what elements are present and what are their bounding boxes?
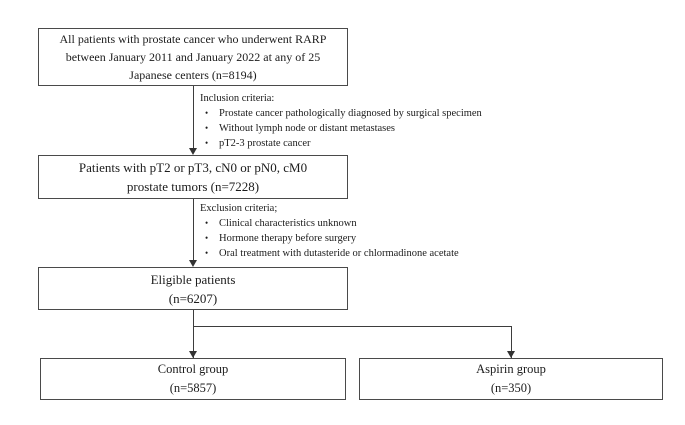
connector-pt2-to-eligible	[193, 199, 194, 261]
bullet-icon: •	[205, 138, 209, 148]
exclusion-item-text: Oral treatment with dutasteride or chlor…	[219, 248, 459, 259]
inclusion-criteria-note: Inclusion criteria: • Prostate cancer pa…	[200, 92, 560, 151]
node-pt2-pt3-patients: Patients with pT2 or pT3, cN0 or pN0, cM…	[38, 155, 348, 199]
arrowhead-down-icon	[189, 148, 197, 155]
connector-all-to-pt2	[193, 86, 194, 149]
node-text-line: (n=6207)	[168, 290, 218, 306]
bullet-icon: •	[205, 218, 209, 228]
node-eligible-patients: Eligible patients (n=6207)	[38, 267, 348, 310]
inclusion-item-text: pT2-3 prostate cancer	[219, 138, 311, 149]
connector-eligible-to-control	[193, 310, 194, 358]
inclusion-item-text: Prostate cancer pathologically diagnosed…	[219, 108, 482, 119]
node-text-line: Japanese centers (n=8194)	[129, 68, 257, 82]
arrowhead-down-icon	[507, 351, 515, 358]
bullet-icon: •	[205, 248, 209, 258]
node-aspirin-group: Aspirin group (n=350)	[359, 358, 663, 400]
node-control-group: Control group (n=5857)	[40, 358, 346, 400]
arrowhead-down-icon	[189, 351, 197, 358]
inclusion-item-text: Without lymph node or distant metastases	[219, 123, 396, 134]
exclusion-criteria-item: • Hormone therapy before surgery	[200, 231, 580, 246]
exclusion-criteria-item: • Clinical characteristics unknown	[200, 216, 580, 231]
inclusion-criteria-item: • Prostate cancer pathologically diagnos…	[200, 106, 560, 121]
node-text-line: prostate tumors (n=7228)	[126, 179, 260, 194]
bullet-icon: •	[205, 233, 209, 243]
inclusion-criteria-title: Inclusion criteria:	[200, 93, 275, 104]
exclusion-item-text: Hormone therapy before surgery	[219, 233, 357, 244]
node-text-line: between January 2011 and January 2022 at…	[65, 50, 321, 64]
node-text-line: Aspirin group	[476, 362, 546, 376]
node-text-line: Eligible patients	[150, 271, 236, 287]
exclusion-item-text: Clinical characteristics unknown	[219, 218, 357, 229]
node-all-patients: All patients with prostate cancer who un…	[38, 28, 348, 86]
connector-branch-to-aspirin	[511, 326, 512, 358]
node-text-line: (n=5857)	[169, 381, 217, 395]
connector-branch-horizontal	[193, 326, 511, 327]
bullet-icon: •	[205, 108, 209, 118]
bullet-icon: •	[205, 123, 209, 133]
inclusion-criteria-item: • pT2-3 prostate cancer	[200, 136, 560, 151]
node-text-line: (n=350)	[490, 381, 532, 395]
node-text-line: All patients with prostate cancer who un…	[59, 32, 327, 46]
exclusion-criteria-note: Exclusion criteria; • Clinical character…	[200, 202, 580, 261]
inclusion-criteria-item: • Without lymph node or distant metastas…	[200, 121, 560, 136]
node-text-line: Patients with pT2 or pT3, cN0 or pN0, cM…	[78, 160, 308, 175]
arrowhead-down-icon	[189, 260, 197, 267]
node-text-line: Control group	[157, 362, 229, 376]
exclusion-criteria-item: • Oral treatment with dutasteride or chl…	[200, 246, 580, 261]
exclusion-criteria-title: Exclusion criteria;	[200, 203, 278, 214]
